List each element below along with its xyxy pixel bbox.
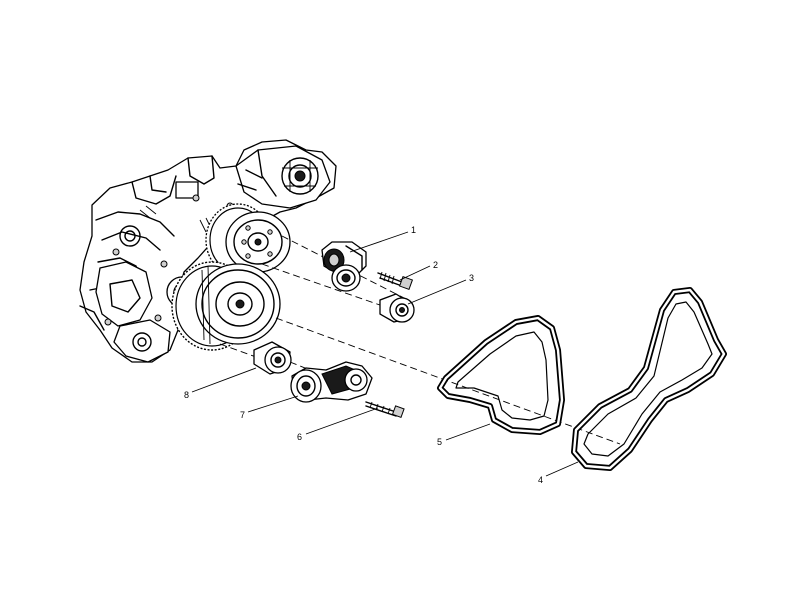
callout-4: 4: [538, 475, 543, 485]
belt-large: [571, 287, 727, 471]
engine-assembly: [79, 139, 337, 363]
bolt-upper: [377, 271, 414, 291]
callout-2: 2: [433, 260, 438, 270]
tensioner-lower: [290, 361, 373, 403]
idler-pulley-lower: [253, 341, 292, 375]
callout-leaders: [191, 231, 579, 477]
tensioner-upper: [321, 241, 367, 292]
crankshaft-pulley: [171, 261, 281, 351]
callout-3: 3: [469, 273, 474, 283]
callout-6: 6: [297, 432, 302, 442]
upper-pulley: [205, 203, 291, 277]
callout-7: 7: [240, 410, 245, 420]
callout-1: 1: [411, 225, 416, 235]
callout-8: 8: [184, 390, 189, 400]
bolt-lower: [365, 401, 405, 419]
callout-5: 5: [437, 437, 442, 447]
callout-labels: 1 2 3 4 5 6 7 8: [184, 225, 543, 485]
belt-small: [437, 315, 565, 435]
idler-pulley-upper: [379, 293, 415, 323]
